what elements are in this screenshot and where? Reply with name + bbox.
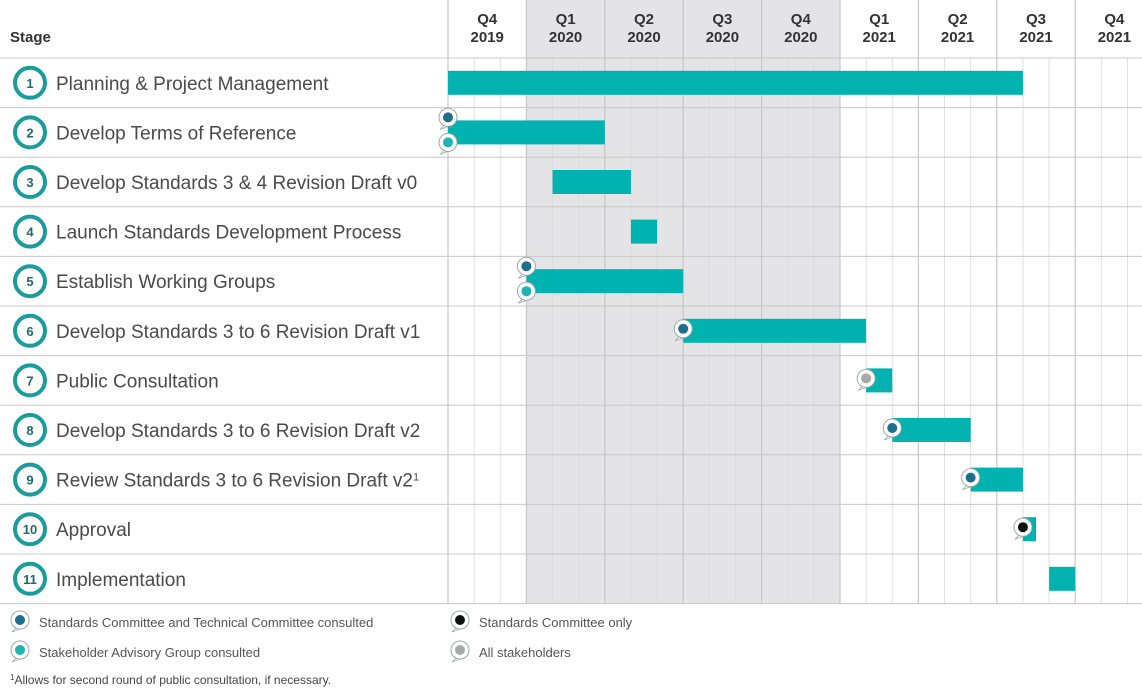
stage-label: Implementation — [56, 570, 186, 591]
marker-dot — [887, 423, 898, 433]
marker-dot — [965, 472, 976, 483]
quarter-label: Q3 — [712, 11, 732, 28]
year-label: 2021 — [941, 29, 974, 46]
stage-label: Develop Terms of Reference — [56, 123, 296, 144]
stage-header: Stage — [10, 29, 51, 46]
stage-number-circle — [13, 65, 47, 100]
stage-label: Planning & Project Management — [56, 74, 329, 95]
legend-label: Standards Committee only — [479, 615, 633, 630]
year-label: 2021 — [1019, 29, 1052, 46]
stakeholder-marker-icon — [10, 640, 30, 663]
stage-number-circle — [13, 214, 47, 249]
footnote-superscript: 1 — [413, 472, 419, 484]
committee-marker-icon — [516, 256, 536, 279]
stage-number: 1 — [26, 76, 33, 91]
quarter-label: Q3 — [1026, 11, 1046, 28]
legend-label: All stakeholders — [479, 645, 571, 660]
stage-number-circle — [13, 413, 47, 447]
stage-number-circle — [13, 462, 47, 497]
stage-label: Establish Working Groups — [56, 272, 275, 293]
committee-marker-icon — [673, 319, 693, 342]
gantt-bar — [683, 318, 867, 343]
stage-number-circle — [13, 313, 47, 348]
marker-dot — [861, 373, 872, 384]
quarter-label: Q2 — [948, 11, 968, 28]
quarter-label: Q4 — [791, 11, 812, 28]
quarter-label: Q1 — [556, 11, 576, 28]
stage-number: 11 — [23, 572, 37, 587]
quarter-label: Q4 — [1104, 11, 1125, 28]
gantt-bar — [1049, 566, 1076, 591]
all-marker-icon — [856, 368, 876, 391]
stage-number-circle — [13, 264, 47, 299]
stage-number: 4 — [26, 225, 34, 240]
stage-number-circle — [13, 115, 47, 150]
gantt-bar — [526, 269, 684, 294]
stage-number-circle — [13, 363, 47, 398]
marker-dot — [1017, 522, 1028, 533]
stage-number: 10 — [23, 522, 37, 537]
year-label: 2020 — [706, 29, 739, 46]
stage-number-circle — [13, 165, 47, 199]
committee-marker-icon — [438, 107, 458, 130]
year-label: 2021 — [1098, 29, 1131, 46]
marker-dot — [443, 137, 453, 148]
marker-dot — [15, 645, 25, 655]
stage-label: Public Consultation — [56, 371, 219, 392]
stage-label: Launch Standards Development Process — [56, 223, 401, 244]
legend-label: Stakeholder Advisory Group consulted — [39, 645, 260, 660]
committee-marker-icon — [961, 468, 981, 490]
gantt-bar — [630, 219, 658, 244]
gantt-bar — [448, 70, 1023, 95]
marker-dot — [678, 323, 689, 334]
marker-dot — [455, 615, 465, 625]
stage-label: Develop Standards 3 & 4 Revision Draft v… — [56, 173, 417, 194]
marker-dot — [521, 286, 532, 297]
committee-marker-icon — [10, 610, 30, 633]
marker-dot — [521, 261, 532, 272]
stage-number-circle — [13, 561, 47, 596]
stage-number: 7 — [26, 373, 33, 388]
committee-marker-icon — [882, 418, 902, 441]
stakeholder-marker-icon — [438, 132, 458, 155]
stakeholder-marker-icon — [516, 281, 536, 304]
stage-number: 9 — [26, 473, 33, 488]
stage-label: Develop Standards 3 to 6 Revision Draft … — [56, 421, 420, 442]
year-label: 2020 — [549, 29, 582, 46]
all-marker-icon — [450, 640, 470, 663]
stage-label: Approval — [56, 520, 131, 541]
quarter-label: Q2 — [634, 11, 654, 28]
year-label: 2020 — [627, 29, 660, 46]
marker-dot — [443, 112, 453, 123]
gantt-bar — [552, 170, 631, 194]
marker-dot — [15, 615, 25, 625]
year-label: 2021 — [863, 29, 896, 46]
sc_only-marker-icon — [1013, 517, 1033, 540]
quarter-label: Q1 — [869, 11, 889, 28]
year-label: 2020 — [784, 29, 817, 46]
footnote: 1Allows for second round of public consu… — [10, 673, 331, 688]
footnote-text: Allows for second round of public consul… — [14, 673, 331, 687]
legend-label: Standards Committee and Technical Commit… — [39, 615, 373, 630]
gantt-bar — [448, 120, 605, 145]
stage-number: 2 — [26, 125, 33, 140]
marker-dot — [455, 645, 465, 655]
sc_only-marker-icon — [450, 610, 470, 633]
stage-number: 6 — [26, 324, 33, 339]
stage-number: 8 — [26, 423, 33, 438]
stage-label: Review Standards 3 to 6 Revision Draft v… — [56, 471, 419, 492]
gantt-bar — [892, 418, 971, 442]
stage-number: 5 — [26, 274, 33, 289]
quarter-label: Q4 — [477, 11, 498, 28]
stage-number-circle — [13, 512, 47, 547]
footnote-mark: 1 — [10, 673, 15, 682]
year-label: 2019 — [471, 29, 504, 46]
stage-label: Develop Standards 3 to 6 Revision Draft … — [56, 322, 420, 343]
stage-number: 3 — [26, 175, 33, 190]
